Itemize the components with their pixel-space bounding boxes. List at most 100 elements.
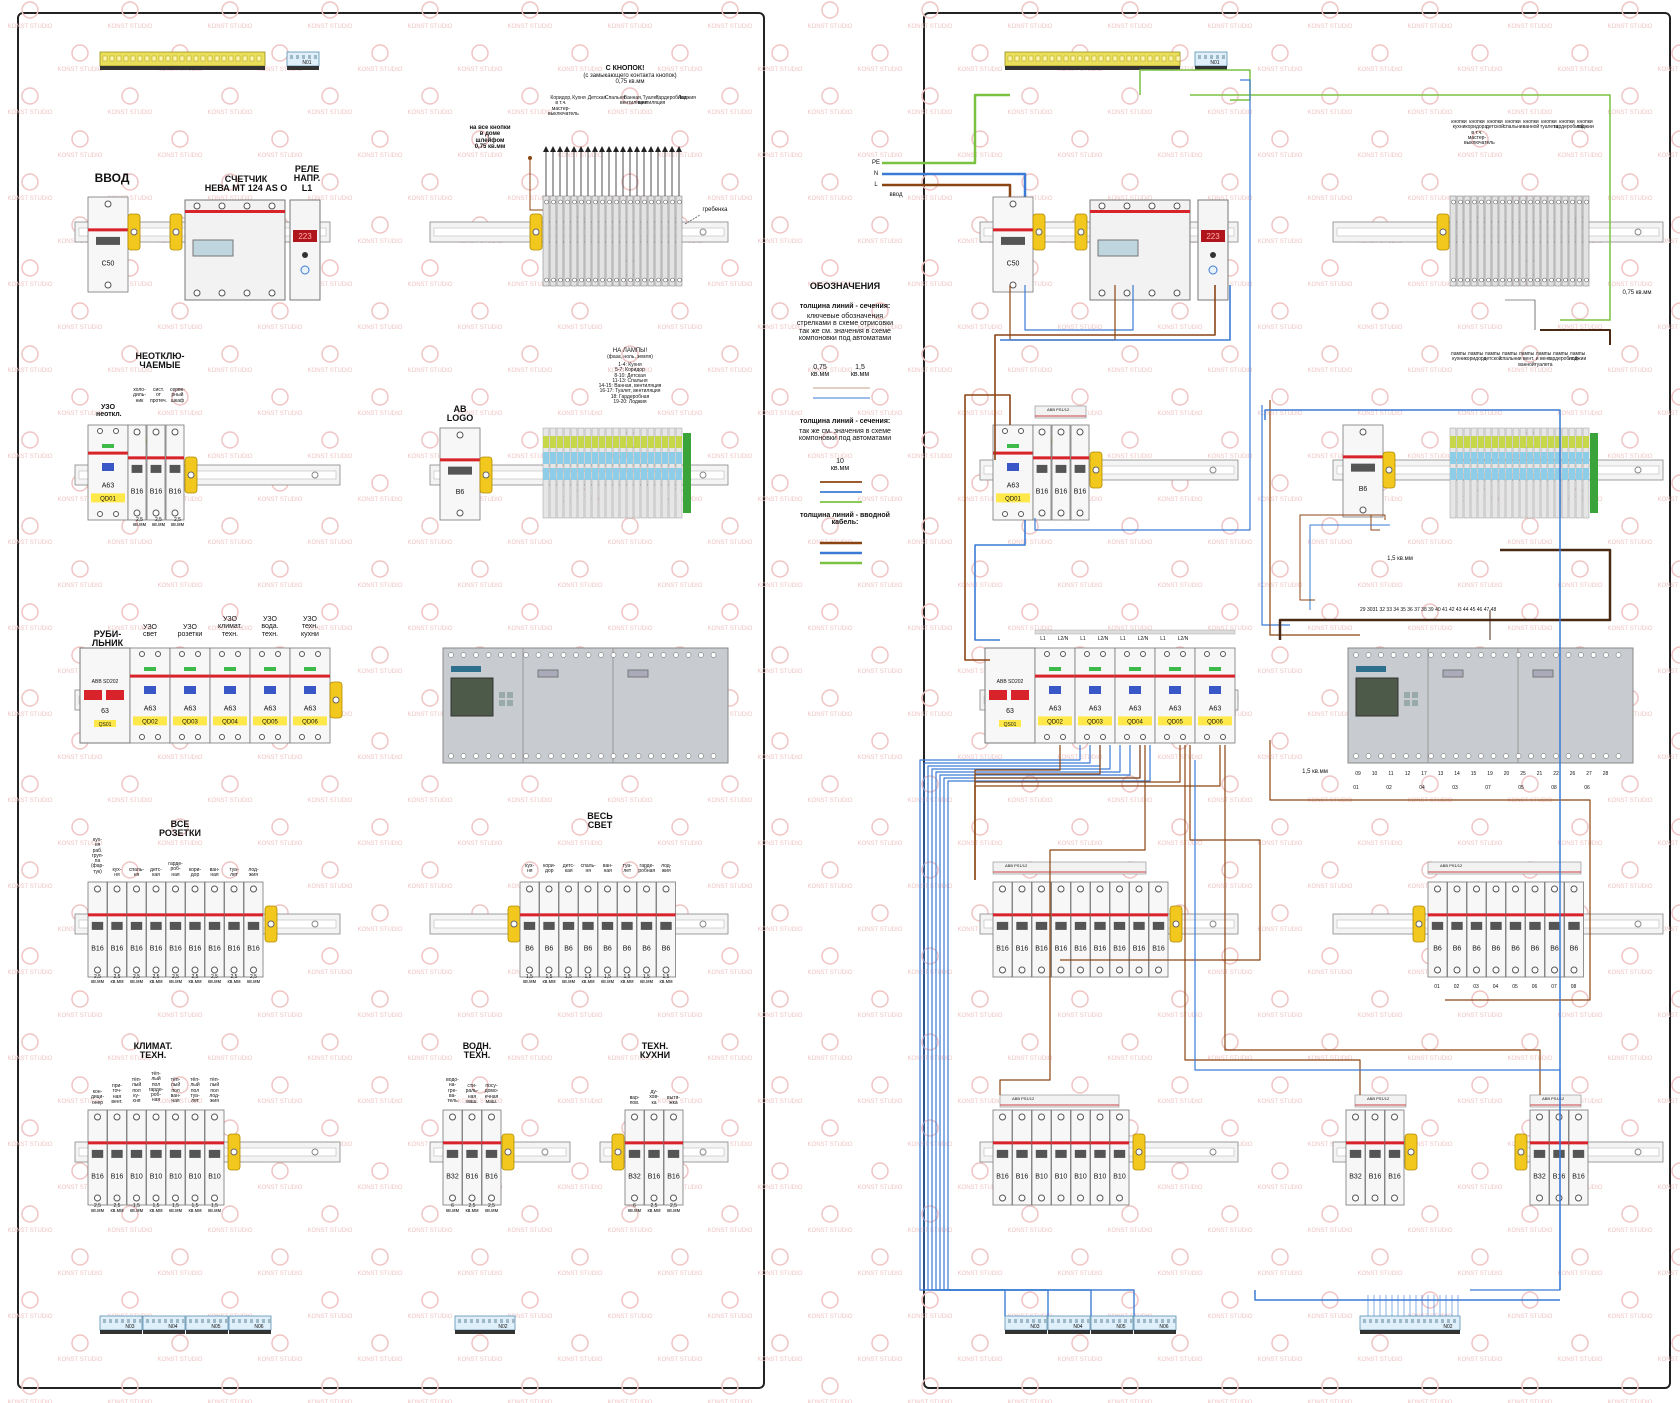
bar-base <box>1048 1330 1090 1334</box>
bar-base <box>1360 1330 1460 1334</box>
water-col-label: водо- на- гре- ва- тель <box>446 1077 459 1104</box>
note-15-b: 1,5 кв.мм <box>1302 769 1328 775</box>
rcd-test-led <box>184 667 196 671</box>
terminal-screw <box>1044 734 1050 740</box>
plc-terminal <box>560 652 567 658</box>
line-marker: L2/N <box>1178 636 1189 642</box>
rcd-r-qd04 <box>1114 647 1156 744</box>
rcd-tag-bg <box>173 716 207 726</box>
breaker-rating: B10 <box>1035 1173 1048 1180</box>
terminal-screw <box>1018 966 1026 974</box>
terminal-screw <box>211 1113 218 1121</box>
terminal-screw <box>1507 277 1512 283</box>
uzo-neutral-wire <box>935 745 1121 1316</box>
breaker-stripe <box>993 1141 1012 1145</box>
terminal-blue <box>1569 468 1575 480</box>
rcd-stripe <box>1075 674 1115 678</box>
terminal-screw <box>250 966 257 974</box>
breaker-rating: B16 <box>466 1173 479 1180</box>
rcd-r-qd02 <box>1034 647 1076 744</box>
nonswitch-section: 2,5 кв.мм <box>132 517 147 529</box>
terminal-screw <box>1060 734 1066 740</box>
light-output-number: 05 <box>1512 984 1518 990</box>
kitchen-col-label: ду- хов- ка <box>649 1089 659 1106</box>
terminal-screw <box>1535 199 1540 205</box>
rcd-tag-bg <box>1038 716 1072 726</box>
bar-screw <box>1014 1319 1017 1323</box>
button-terminal <box>654 195 662 287</box>
terminal-screw <box>677 277 682 283</box>
terminal-blue <box>620 468 626 480</box>
plc-input-number: 26 <box>1570 771 1576 777</box>
nonswitch-col-label: сист. от протеч. <box>149 387 167 404</box>
terminal-blue <box>613 468 619 480</box>
breaker-rating: B6 <box>1453 945 1462 952</box>
breaker-rating: B16 <box>485 1173 498 1180</box>
bar-base <box>287 66 319 70</box>
breaker-rating: B10 <box>1074 1173 1087 1180</box>
button-arrow <box>634 146 640 152</box>
neutral-bar-label: N05 <box>1116 1324 1125 1330</box>
terminal-screw <box>628 277 633 283</box>
plc-input-number: 17 <box>1421 771 1427 777</box>
voltage-relay <box>289 199 321 301</box>
line-marker: L1 <box>1160 636 1166 642</box>
terminal-screw <box>1096 1113 1104 1121</box>
socket-col-label: лод- жия <box>248 867 259 879</box>
button-terminal <box>640 195 648 287</box>
plc-terminal <box>1428 652 1434 658</box>
breaker-toggle <box>228 921 240 930</box>
bar-screw <box>1198 55 1201 59</box>
bar-screw <box>109 1319 112 1323</box>
terminal-screw <box>1057 1194 1065 1202</box>
light-output-number: 07 <box>1551 984 1557 990</box>
meter-display <box>192 239 234 257</box>
terminal-screw <box>1391 1194 1398 1202</box>
rcd-stripe <box>993 451 1033 455</box>
terminal-blue <box>606 468 612 480</box>
climate-section: 2,5 кв.мм <box>90 1203 105 1215</box>
rcd-rating: A63 <box>144 706 157 713</box>
rcd-tag: QD04 <box>1127 719 1143 725</box>
rcd-test-led <box>1049 667 1061 671</box>
button-terminal-r <box>1491 195 1499 287</box>
terminal-blue <box>627 468 633 480</box>
ab-logo-title: АВ LOGO <box>446 404 474 424</box>
terminal-screw <box>179 651 185 657</box>
terminal-screw <box>1451 199 1456 205</box>
plc-terminal <box>585 652 592 658</box>
button-arrow <box>676 146 682 152</box>
plc-terminal <box>1440 652 1447 658</box>
neutral-bar-label: N06 <box>1159 1324 1168 1330</box>
terminal-screw <box>488 1194 495 1202</box>
clamp-screw <box>1439 228 1447 236</box>
kitchen-section: 2,5 кв.мм <box>647 1203 661 1215</box>
button-terminal-r <box>1561 195 1569 287</box>
neutral-bar-label: N04 <box>168 1324 177 1330</box>
button-terminal <box>563 195 571 287</box>
button-room-label-r: кнопки детской <box>1485 119 1505 131</box>
plc-terminal <box>1553 753 1559 759</box>
breaker-toggle <box>189 921 201 930</box>
kitchen-title: ТЕХН. КУХНИ <box>639 1041 671 1061</box>
terminal-green <box>557 436 563 448</box>
terminal-blue <box>1555 468 1561 480</box>
plc-button <box>1412 700 1418 706</box>
terminal-screw <box>152 885 160 893</box>
bar-screw <box>1063 1319 1066 1323</box>
breaker-rating: B16 <box>169 945 182 952</box>
n-wire <box>1034 79 1251 531</box>
breaker-stripe <box>440 458 480 462</box>
bar-screw <box>130 55 136 62</box>
plc-input-number: 21 <box>1537 771 1543 777</box>
terminal-screw <box>631 1194 638 1202</box>
terminal-screw <box>1057 509 1065 517</box>
plc-terminal <box>685 652 692 658</box>
terminal-screw <box>1521 277 1526 283</box>
rcd-qd01 <box>87 424 129 521</box>
terminal-green <box>592 436 598 448</box>
breaker-rating: B32 <box>1533 1173 1546 1180</box>
ab-logo-n <box>1309 524 1390 610</box>
terminal-screw <box>1018 1113 1026 1121</box>
terminal-screw <box>1140 734 1146 740</box>
